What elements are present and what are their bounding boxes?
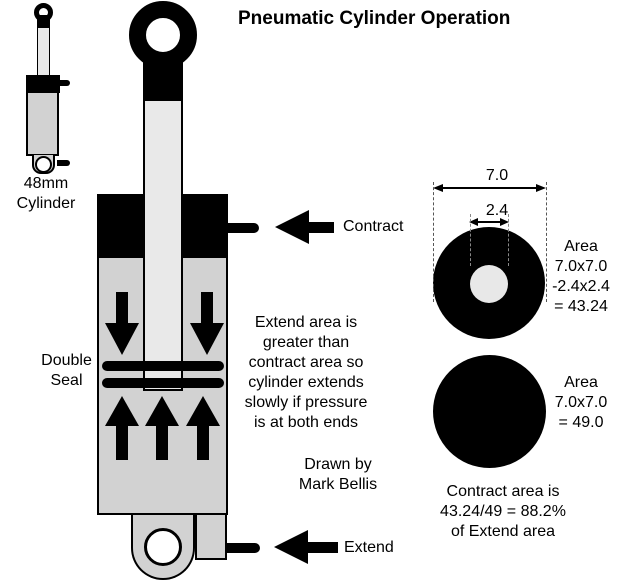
small-cylinder-label: 48mm Cylinder [16, 175, 76, 212]
clevis-eye-icon [144, 528, 182, 566]
small-cylinder-cap [26, 75, 60, 93]
pressure-up-arrow-icon [105, 396, 139, 460]
small-cylinder-neck [37, 15, 50, 29]
dimension-arrow-right-icon [500, 218, 509, 226]
extend-arrow-shaft [307, 542, 338, 553]
explanation-text: Extend area is greater than contract are… [244, 314, 368, 431]
extend-port-stub [227, 543, 260, 553]
seal-bar [102, 361, 224, 371]
conclusion-text: Contract area is 43.24/49 = 88.2% of Ext… [440, 483, 566, 540]
small-cylinder-top-port-stub [59, 80, 70, 86]
contract-arrow-icon [275, 210, 309, 244]
dimension-arrow-right-icon [536, 184, 546, 192]
outer-dimension-label: 7.0 [485, 167, 509, 184]
rod-bore-circle [470, 265, 508, 303]
dimension-line [443, 187, 537, 189]
dimension-arrow-left-icon [433, 184, 443, 192]
small-cylinder-bottom-port-stub [57, 160, 70, 166]
credit-text: Drawn by Mark Bellis [298, 456, 378, 493]
pressure-up-arrow-icon [186, 396, 220, 460]
extension-line [470, 214, 471, 266]
extend-area-value-text: Area 7.0x7.0 = 49.0 [554, 374, 608, 431]
contract-label: Contract [343, 218, 404, 235]
small-cylinder-rod [37, 27, 50, 77]
dimension-line [478, 221, 500, 223]
page-title: Pneumatic Cylinder Operation [238, 8, 511, 29]
seal-bar [102, 378, 224, 388]
small-cylinder-bottom-eye-icon [35, 156, 52, 173]
contract-area-value-text: Area 7.0x7.0 -2.4x2.4 = 43.24 [552, 238, 610, 315]
dimension-arrow-left-icon [469, 218, 478, 226]
extension-line [508, 214, 509, 266]
extend-area-circle [433, 355, 546, 468]
extension-line [546, 182, 547, 302]
double-seal-label: Double Seal [41, 352, 92, 389]
pressure-down-arrow-icon [105, 292, 139, 355]
small-cylinder-body [26, 91, 59, 156]
contract-port-stub [227, 223, 259, 233]
extension-line [433, 182, 434, 302]
clevis-shoulder [195, 515, 227, 560]
piston-rod [143, 99, 183, 391]
pressure-up-arrow-icon [145, 396, 179, 460]
pressure-down-arrow-icon [190, 292, 224, 355]
extend-label: Extend [344, 539, 394, 556]
main-cylinder-neck [143, 58, 183, 100]
contract-arrow-shaft [308, 222, 334, 233]
extend-arrow-icon [274, 530, 308, 564]
inner-dimension-label: 2.4 [485, 202, 509, 219]
